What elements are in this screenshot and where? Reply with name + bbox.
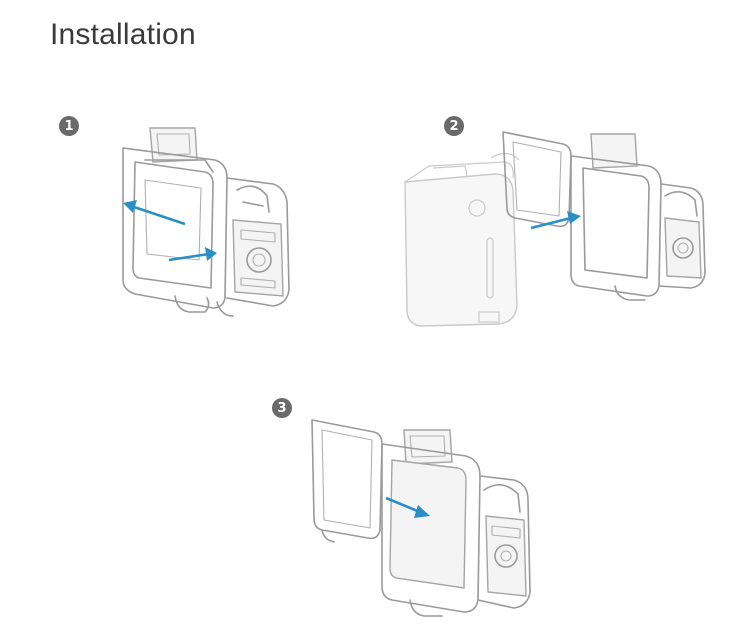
step-2-illustration <box>404 131 706 327</box>
blue-arrow-icon <box>123 200 217 262</box>
step-1-illustration <box>122 127 290 317</box>
page-title: Installation <box>50 18 196 51</box>
frame-open-illustration <box>502 131 706 301</box>
step-3-badge: 3 <box>272 398 292 418</box>
step-2-badge: 2 <box>444 116 464 136</box>
step-3-illustration <box>311 419 531 617</box>
frame-with-camera-illustration <box>311 419 531 617</box>
blue-arrow-icon <box>385 496 430 518</box>
blue-arrow-icon <box>530 211 581 230</box>
frame-illustration <box>122 127 290 317</box>
action-camera-illustration <box>404 152 520 327</box>
step-1-badge: 1 <box>59 116 79 136</box>
